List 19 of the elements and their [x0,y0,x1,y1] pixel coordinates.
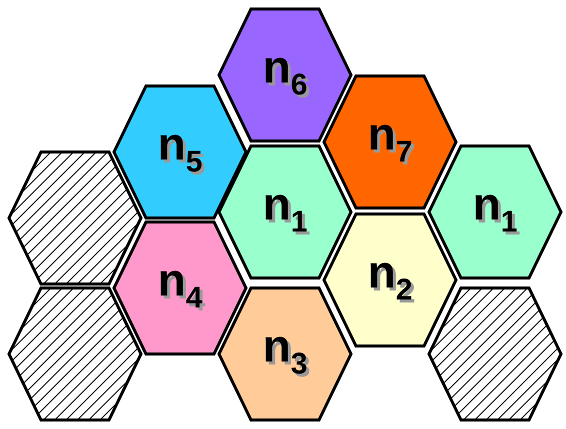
hexagon-cell [112,220,248,356]
hatched-hexagon [427,286,563,422]
hexagon-cell [112,84,248,220]
hatched-hexagon [7,150,143,286]
cell-label: n$_{1}$ [262,180,308,238]
hexagon-cell [217,144,353,280]
hexagon-cell [217,7,353,143]
cell-label: n$_{2}$ [368,248,412,306]
cell-label: n$_{6}$ [262,44,308,101]
cell-label: n$_{4}$ [158,256,202,314]
cell-label: n$_{3}$ [262,322,308,380]
hexagon-cell [217,286,353,422]
hexagon-cell [322,212,458,348]
cell-label: n$_{7}$ [368,110,412,168]
cell-label: n$_{5}$ [158,120,202,178]
hexagon-cell [322,74,458,210]
cell-label: n$_{1}$ [472,180,518,238]
hatched-hexagon [7,286,143,422]
hexagon-cell [427,144,563,280]
